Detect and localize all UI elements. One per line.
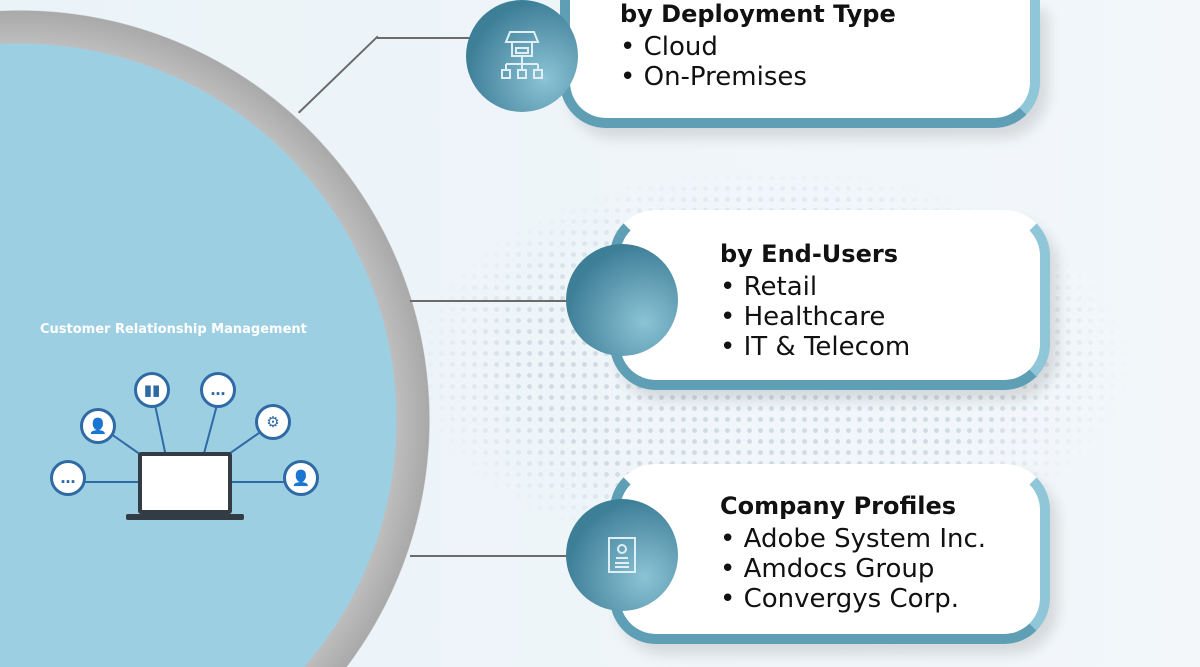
segment-item: IT & Telecom (720, 332, 911, 362)
gear-icon: ⚙ (255, 404, 291, 440)
chart-icon: ▮▮ (134, 372, 170, 408)
laptop-base (126, 514, 244, 520)
storefront-network-icon (501, 31, 543, 79)
segment-company-profiles: Company Profiles Adobe System Inc.Amdocs… (720, 492, 986, 614)
crm-circle (0, 0, 440, 667)
segment-item: Healthcare (720, 302, 910, 332)
segment-item: Convergys Corp. (720, 584, 986, 614)
connector-line (80, 481, 140, 483)
segment-item: Cloud (620, 32, 896, 62)
segment-heading: by End-Users (720, 240, 898, 268)
segment-end-users: by End-Users RetailHealthcareIT & Teleco… (720, 240, 910, 362)
connector-line (377, 37, 477, 39)
end-users-node (566, 244, 678, 356)
segment-heading: Company Profiles (720, 492, 957, 520)
segment-deployment: by Deployment Type CloudOn-Premises (620, 0, 896, 92)
chat-icon: … (200, 372, 236, 408)
connector-line (410, 300, 580, 302)
segment-item: Amdocs Group (720, 554, 986, 584)
laptop-icon (138, 452, 232, 514)
deployment-node (466, 0, 578, 112)
company-profiles-node (566, 499, 678, 611)
chat-icon: … (50, 460, 86, 496)
connector-line (230, 481, 290, 483)
profile-document-icon (608, 537, 636, 573)
user-male-icon: 👤 (80, 408, 116, 444)
connector-line (410, 555, 580, 557)
segment-item: On-Premises (620, 62, 896, 92)
crm-title: Customer Relationship Management (40, 322, 307, 337)
user-female-icon: 👤 (283, 460, 319, 496)
segment-heading: by Deployment Type (620, 0, 896, 28)
segment-item: Retail (720, 272, 910, 302)
segment-item: Adobe System Inc. (720, 524, 986, 554)
